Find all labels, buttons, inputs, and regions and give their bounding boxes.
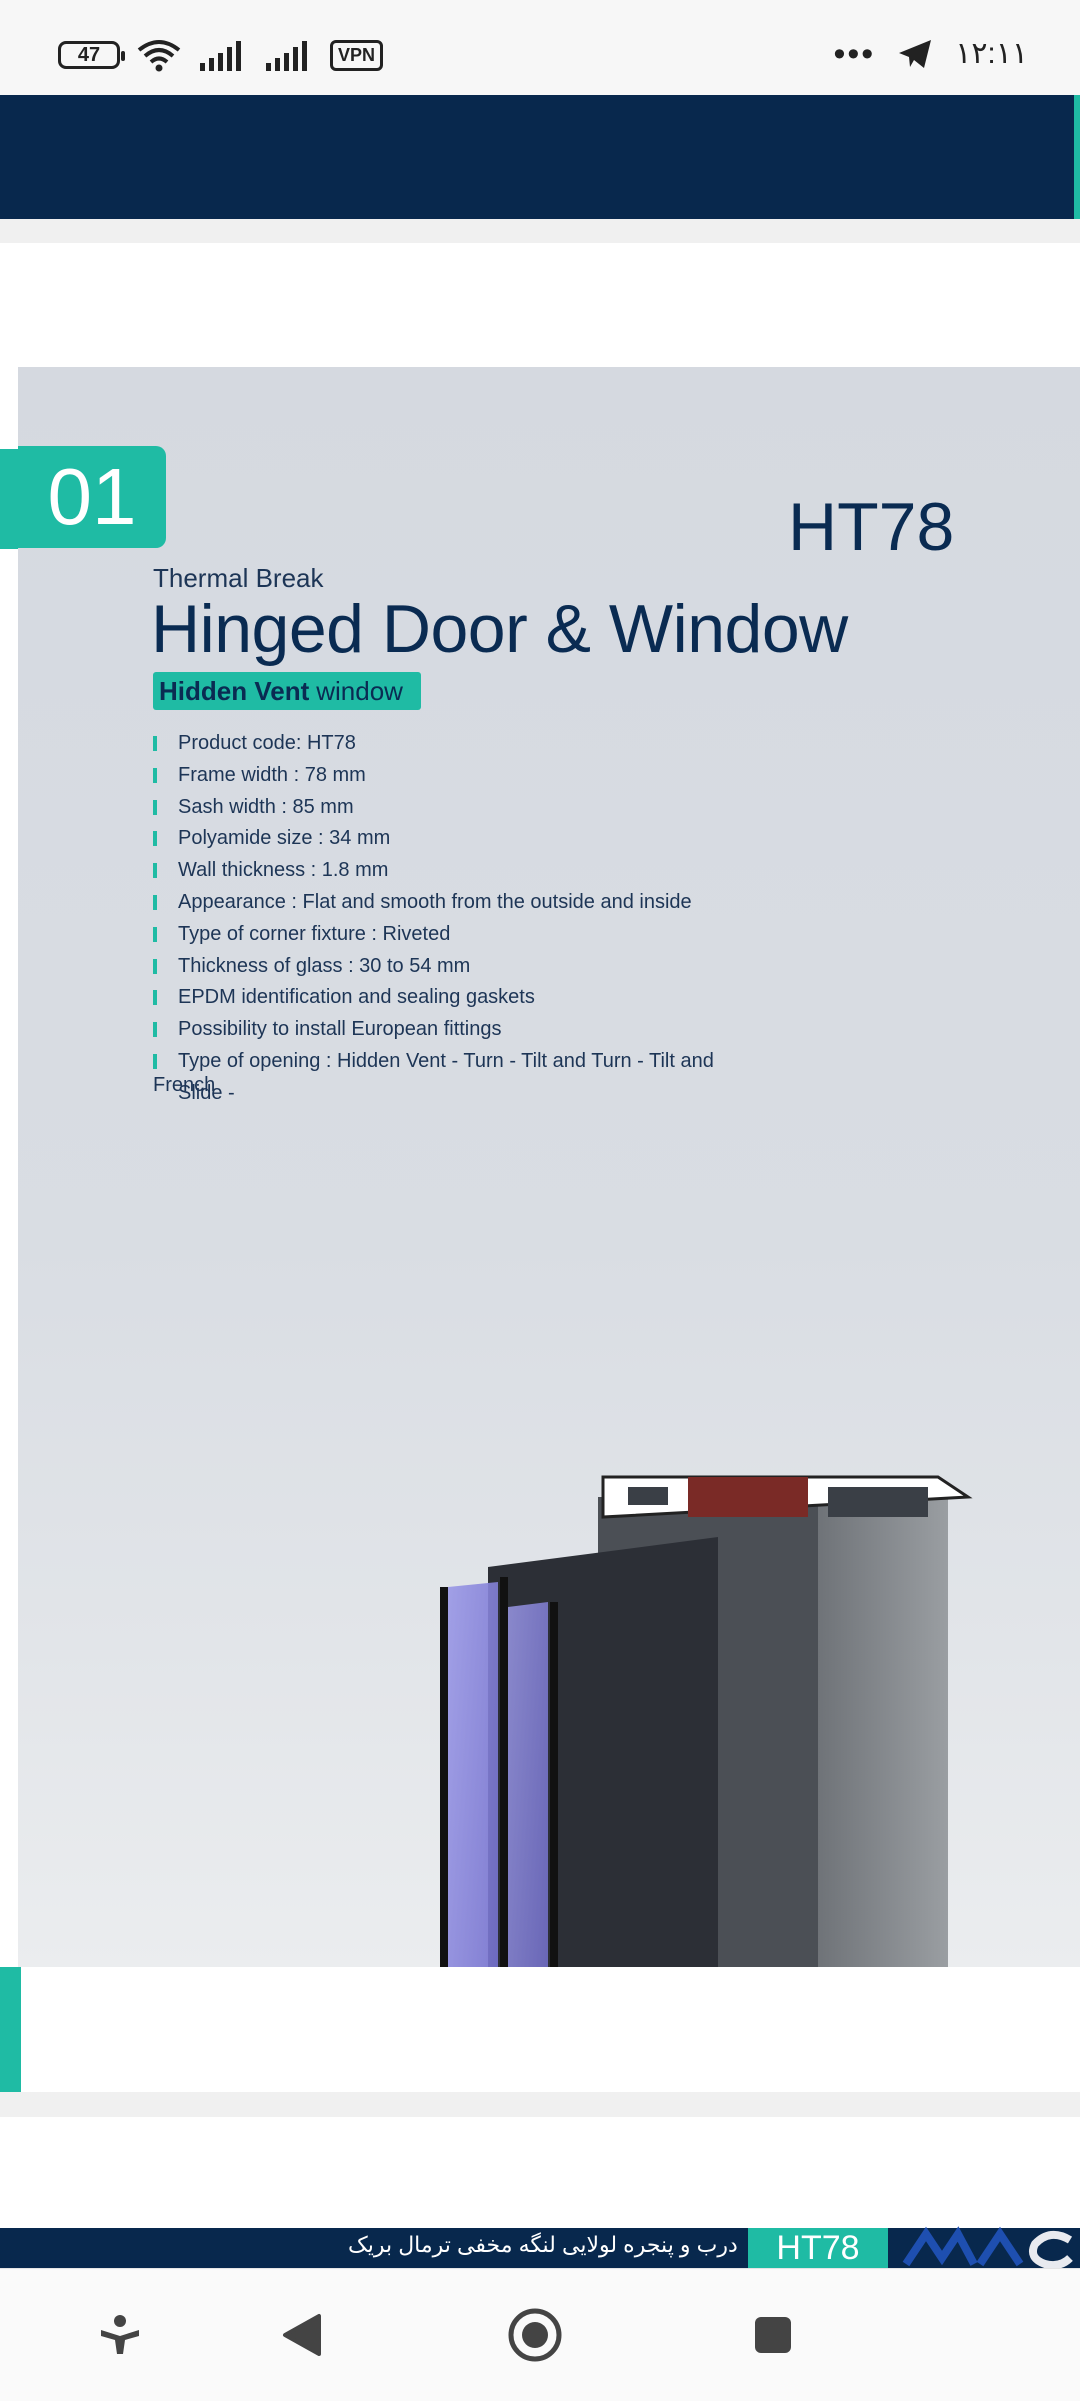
next-page-teal-edge	[0, 1967, 21, 2092]
spec-item: Appearance : Flat and smooth from the ou…	[153, 887, 753, 919]
spec-item: Polyamide size : 34 mm	[153, 823, 753, 855]
spec-item: Thickness of glass : 30 to 54 mm	[153, 951, 753, 983]
product-title: Hinged Door & Window	[151, 591, 848, 667]
spec-item: Frame width : 78 mm	[153, 760, 753, 792]
battery-level: 47	[77, 43, 101, 66]
battery-icon: 47	[58, 41, 125, 69]
footer-persian-title: درب و پنجره لولایی لنگه مخفی ترمال بریک	[348, 2232, 738, 2257]
brochure-page[interactable]	[18, 367, 1080, 1967]
spec-item: EPDM identification and sealing gaskets	[153, 982, 753, 1014]
top-banner	[0, 95, 1080, 219]
spec-item: Possibility to install European fittings	[153, 1014, 753, 1046]
spec-item: Sash width : 85 mm	[153, 792, 753, 824]
clock: ۱۲:۱۱	[955, 37, 1028, 70]
signal-icon	[200, 41, 241, 71]
signal-icon	[266, 41, 307, 71]
system-nav-bar	[0, 2268, 1080, 2401]
back-button[interactable]	[252, 2269, 352, 2401]
accessibility-button[interactable]	[70, 2269, 170, 2401]
banner-accent	[1074, 95, 1080, 219]
more-icon: •••	[833, 34, 876, 73]
window-profile-image	[440, 1475, 973, 1967]
page-separator	[0, 2092, 1080, 2117]
spec-item: Type of corner fixture : Riveted	[153, 919, 753, 951]
recents-button[interactable]	[723, 2269, 823, 2401]
home-button[interactable]	[485, 2269, 585, 2401]
footer-model-badge: HT78	[748, 2228, 888, 2268]
back-icon	[283, 2314, 321, 2356]
page-separator	[0, 219, 1080, 243]
number-tab-edge	[0, 449, 18, 549]
home-icon	[508, 2308, 562, 2362]
section-number: 01	[18, 446, 166, 548]
wifi-icon	[137, 40, 181, 72]
recents-icon	[755, 2317, 791, 2353]
status-bar: 47 VPN ••• ۱۲:۱۱	[0, 0, 1080, 95]
brand-logo	[902, 2226, 1073, 2268]
product-subtitle: Thermal Break	[153, 563, 324, 593]
telegram-icon	[899, 39, 932, 68]
spec-list: Product code: HT78 Frame width : 78 mm S…	[153, 728, 753, 1110]
accessibility-icon	[101, 2315, 139, 2354]
spec-item: Wall thickness : 1.8 mm	[153, 855, 753, 887]
model-code: HT78	[788, 489, 955, 565]
badge-bold-text: Hidden Vent	[159, 675, 310, 706]
spec-continuation: French	[153, 1074, 216, 1096]
vpn-icon: VPN	[330, 39, 384, 71]
spec-item: Product code: HT78	[153, 728, 753, 760]
spec-item: Type of opening : Hidden Vent - Turn - T…	[153, 1046, 753, 1110]
footer-band	[0, 2228, 1080, 2268]
product-type-badge: Hidden Vent window	[153, 672, 421, 710]
badge-text: window	[316, 675, 403, 706]
